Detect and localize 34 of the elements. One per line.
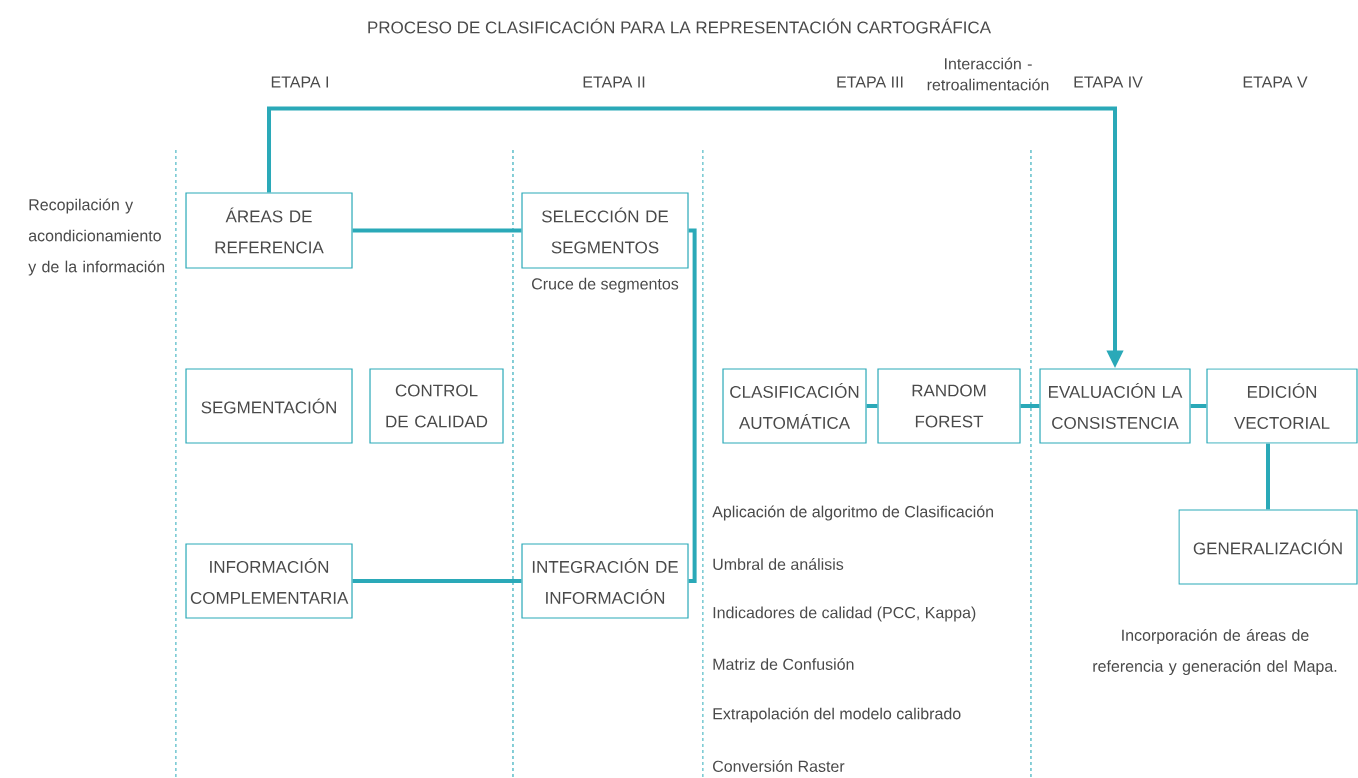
list-item: Indicadores de calidad (PCC, Kappa) bbox=[713, 606, 976, 622]
connector bbox=[1266, 443, 1270, 510]
side-note: Recopilación y acondicionamiento y de la información bbox=[28, 198, 165, 276]
process-box: INFORMACIÓN COMPLEMENTARIA bbox=[185, 543, 353, 619]
stage-heading: Interacción - retroalimentación bbox=[927, 57, 1049, 91]
process-box: SELECCIÓN DE SEGMENTOS bbox=[521, 192, 689, 269]
stage-heading: ETAPA II bbox=[583, 76, 645, 88]
list-item: Matriz de Confusión bbox=[713, 658, 854, 670]
process-box: CLASIFICACIÓN AUTOMÁTICA bbox=[722, 368, 867, 444]
list-item: Aplicación de algoritmo de Clasificación bbox=[712, 505, 993, 521]
process-box: RANDOM FOREST bbox=[877, 368, 1021, 444]
list-item: Extrapolación del modelo calibrado bbox=[713, 707, 961, 723]
side-note: Incorporación de áreas de referencia y generación del Mapa. bbox=[1093, 628, 1337, 676]
process-box: EVALUACIÓN LA CONSISTENCIA bbox=[1039, 368, 1191, 444]
title: PROCESO DE CLASIFICACIÓN PARA LA REPRESENTACIÓN CARTOGRÁFICA bbox=[368, 18, 991, 34]
connector bbox=[688, 228, 697, 583]
connector bbox=[352, 228, 522, 233]
list-item: Conversión Raster bbox=[713, 760, 845, 772]
connector bbox=[866, 404, 878, 408]
process-box: EDICIÓN VECTORIAL bbox=[1206, 368, 1358, 444]
box-caption: Cruce de segmentos bbox=[532, 277, 679, 293]
process-box: CONTROL DE CALIDAD bbox=[369, 368, 504, 444]
stage-heading: ETAPA I bbox=[271, 76, 328, 88]
process-box: INTEGRACIÓN DE INFORMACIÓN bbox=[521, 543, 689, 619]
list-item: Umbral de análisis bbox=[713, 558, 844, 570]
process-box: GENERALIZACIÓN bbox=[1178, 509, 1358, 585]
process-box: SEGMENTACIÓN bbox=[185, 368, 353, 444]
process-box: ÁREAS DE REFERENCIA bbox=[185, 192, 353, 269]
connector bbox=[1020, 404, 1040, 408]
stage-heading: ETAPA III bbox=[837, 76, 903, 88]
connector bbox=[1190, 404, 1207, 408]
connector bbox=[352, 579, 522, 583]
stage-heading: ETAPA V bbox=[1243, 76, 1308, 88]
stage-heading: ETAPA IV bbox=[1074, 76, 1143, 88]
